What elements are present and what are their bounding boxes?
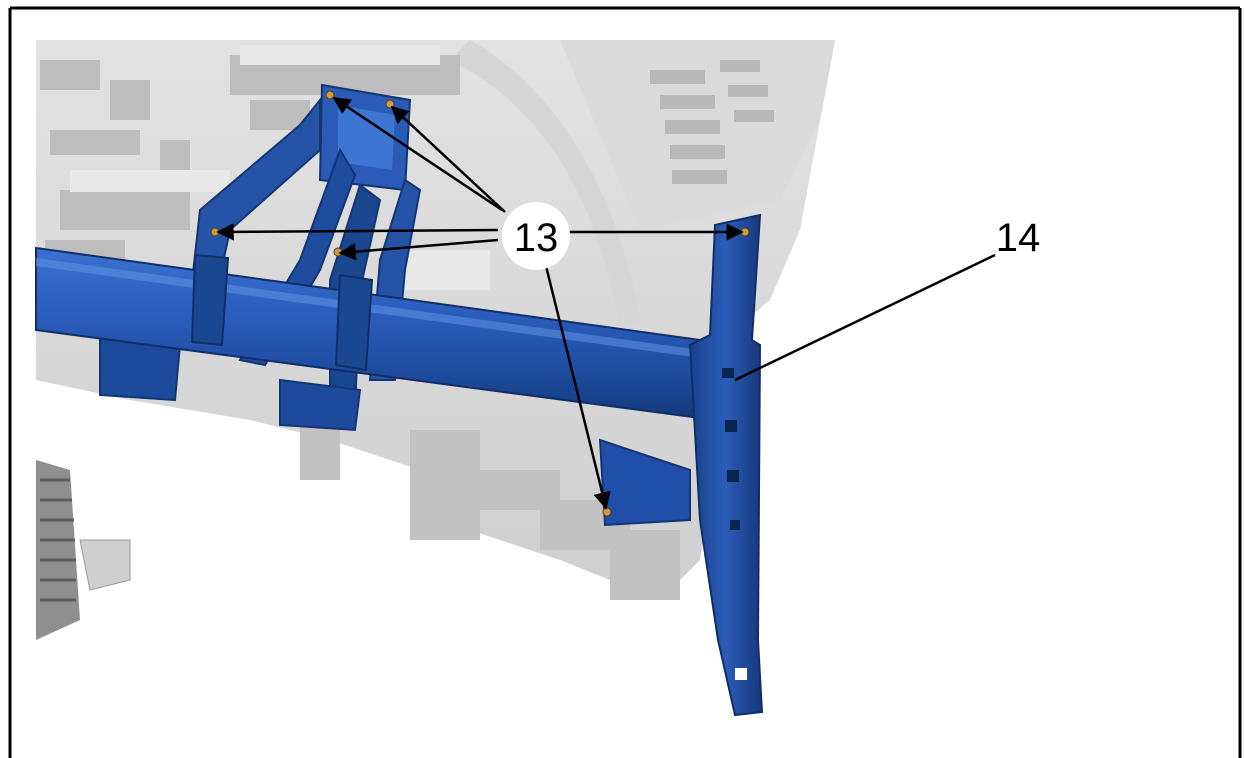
callout-13: 13	[502, 202, 570, 270]
callout-14-leader	[734, 253, 996, 382]
frame-border	[8, 6, 1242, 758]
callout-13-label: 13	[514, 216, 559, 260]
callout-14-label: 14	[996, 216, 1041, 260]
callout-13-leaders	[216, 96, 744, 510]
callout-14: 14	[996, 216, 1041, 260]
